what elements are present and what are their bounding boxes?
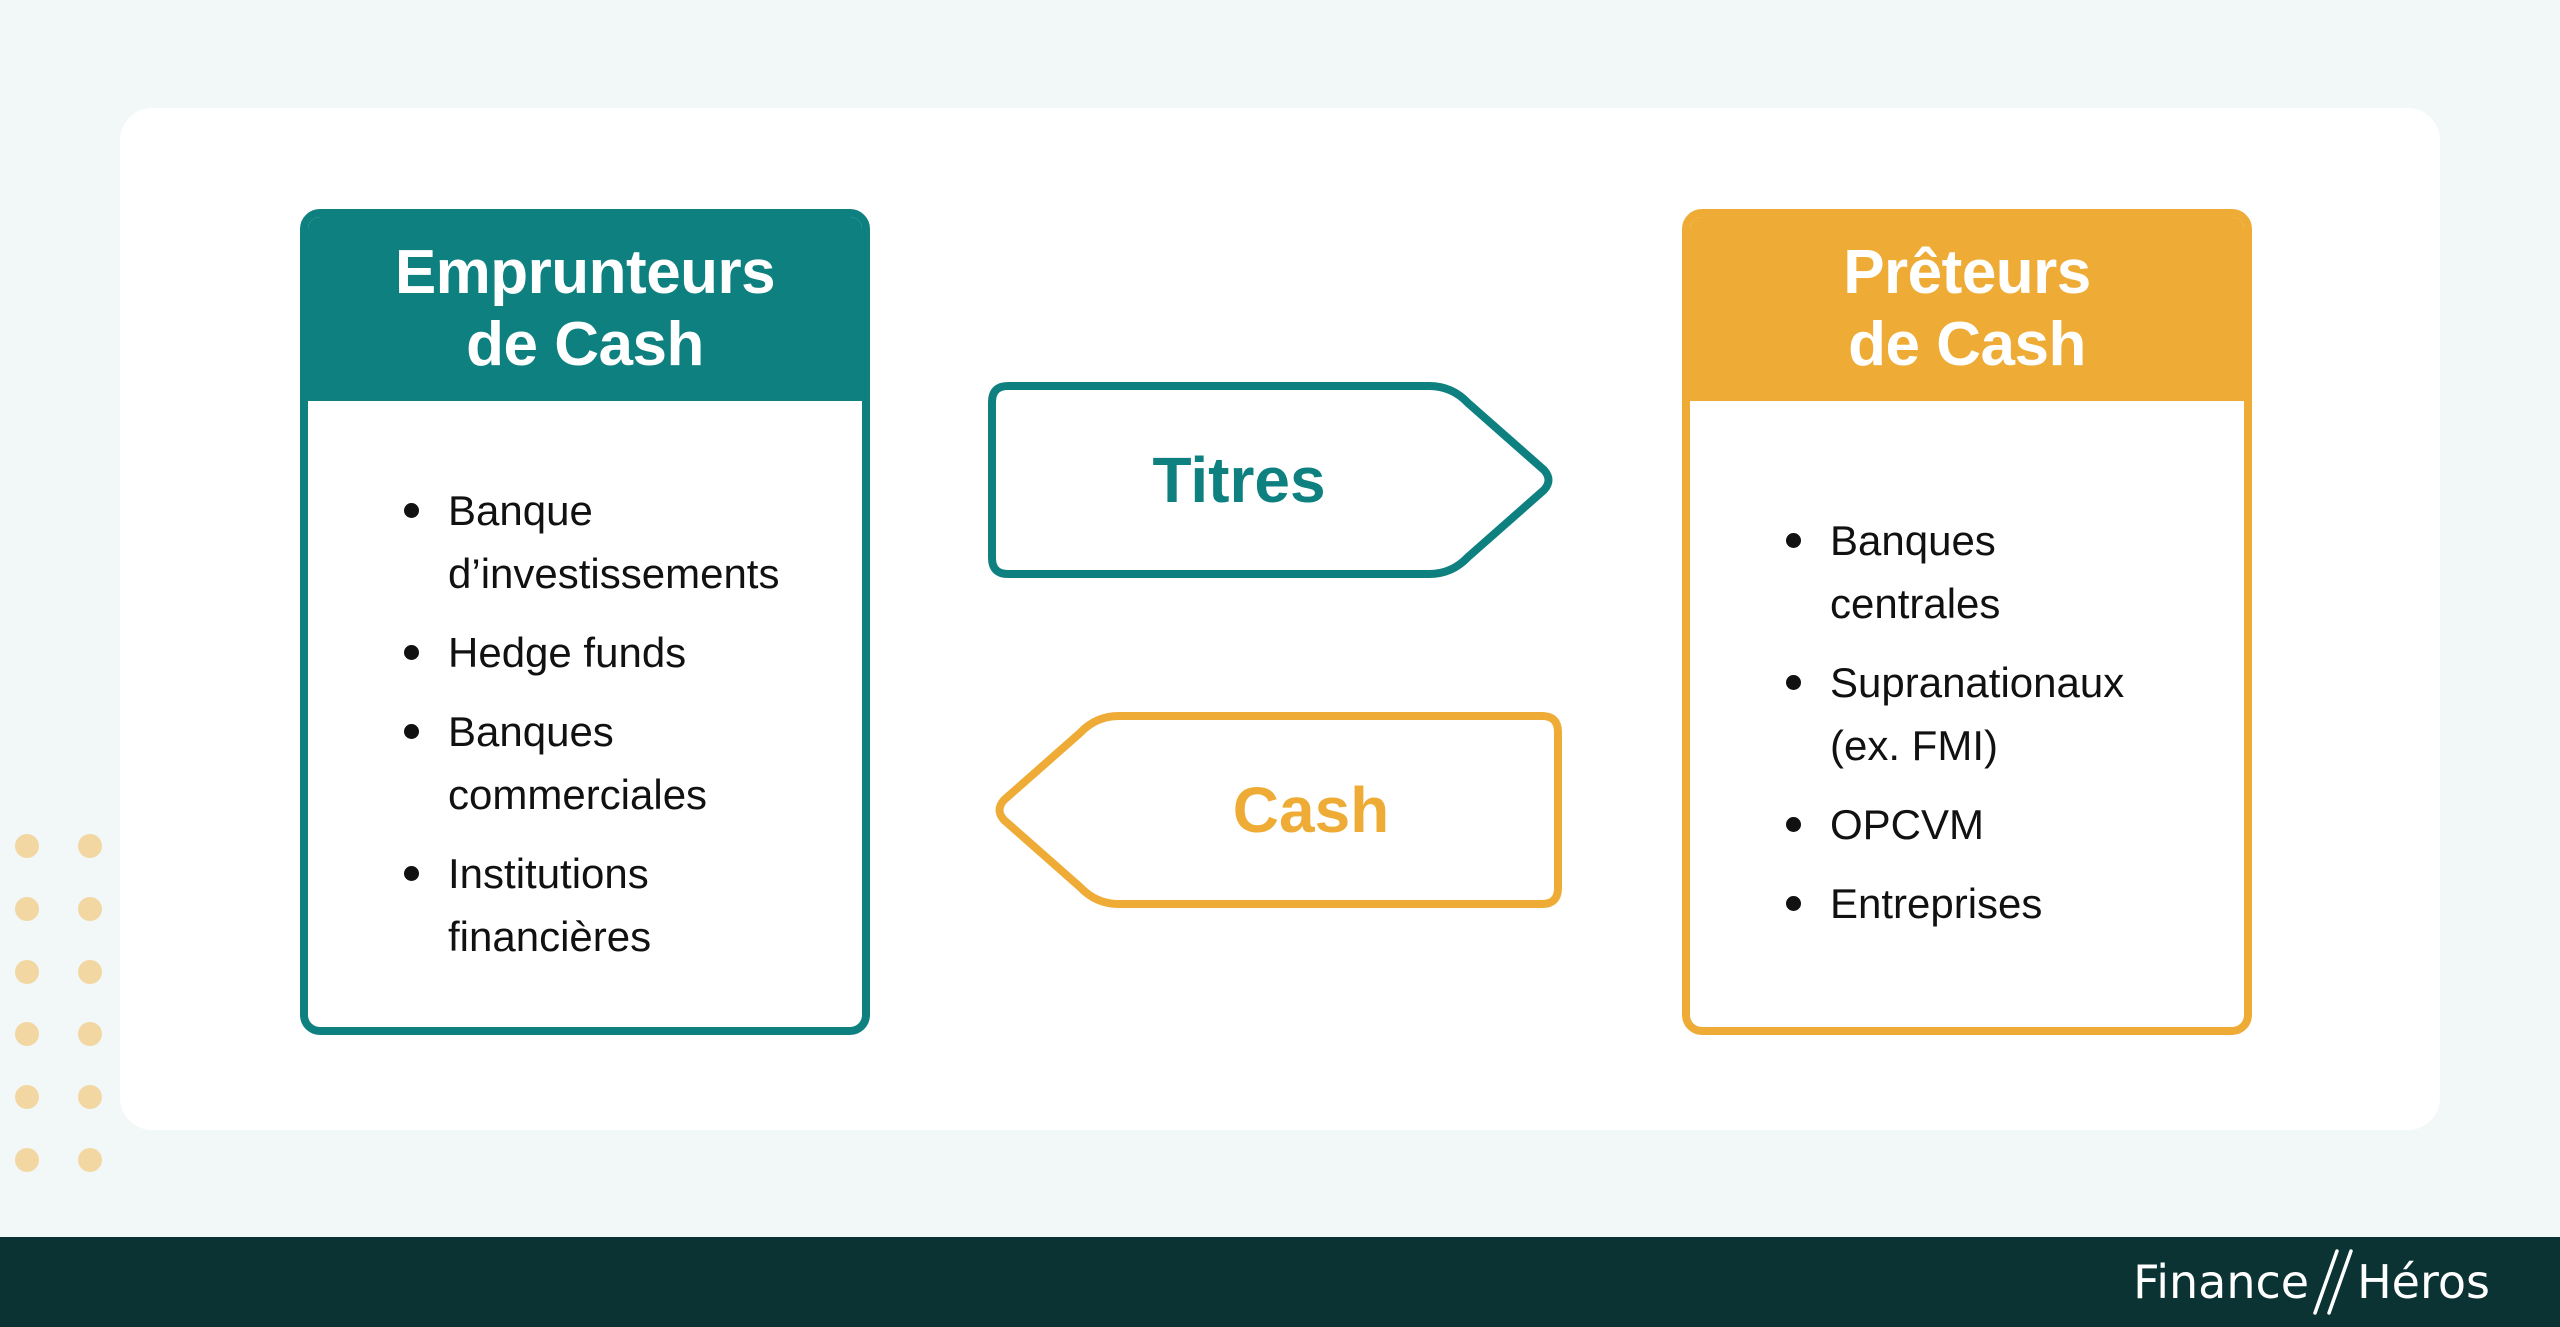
dot-icon xyxy=(78,1148,102,1172)
dot-icon xyxy=(15,1085,39,1109)
cash-arrow: Cash xyxy=(990,708,1566,912)
list-item: OPCVM xyxy=(1786,793,2226,856)
dot-icon xyxy=(78,1085,102,1109)
bullet-icon xyxy=(404,645,419,660)
dot-icon xyxy=(15,897,39,921)
list-item: Hedge funds xyxy=(404,621,844,684)
lenders-box: Prêteurs de Cash Banques centrales Supra… xyxy=(1682,209,2252,1035)
bullet-icon xyxy=(1786,533,1801,548)
borrowers-title-line1: Emprunteurs xyxy=(394,238,776,307)
borrowers-box: Emprunteurs de Cash Banque d’investissem… xyxy=(300,209,870,1035)
bullet-icon xyxy=(404,724,419,739)
cash-label: Cash xyxy=(1232,774,1390,846)
dot-icon xyxy=(15,834,39,858)
lenders-list: Banques centrales Supranationaux (ex. FM… xyxy=(1786,509,2226,951)
titres-arrow: Titres xyxy=(984,378,1558,582)
list-item: Supranationaux (ex. FMI) xyxy=(1786,651,2226,777)
list-item: Banque d’investissements xyxy=(404,479,844,605)
footer-bar: Finance Héros xyxy=(0,1237,2560,1327)
arrow-right-icon xyxy=(988,382,1553,578)
list-item: Entreprises xyxy=(1786,872,2226,935)
list-item: Banques centrales xyxy=(1786,509,2226,635)
borrowers-list: Banque d’investissements Hedge funds Ban… xyxy=(404,479,844,984)
borrowers-header: Emprunteurs de Cash xyxy=(308,217,862,401)
borrowers-title-line2: de Cash xyxy=(466,310,704,379)
dot-icon xyxy=(78,897,102,921)
dot-icon xyxy=(15,960,39,984)
titres-label: Titres xyxy=(1152,444,1326,516)
dot-icon xyxy=(78,834,102,858)
list-item: Banques commerciales xyxy=(404,700,844,826)
bullet-icon xyxy=(404,503,419,518)
decorative-dots xyxy=(0,0,120,1200)
logo-text-finance: Finance xyxy=(2133,1255,2310,1309)
lenders-header: Prêteurs de Cash xyxy=(1690,217,2244,401)
lenders-title-line1: Prêteurs xyxy=(1843,238,2091,307)
bullet-icon xyxy=(1786,817,1801,832)
finance-heros-logo[interactable]: Finance Héros xyxy=(2133,1237,2490,1327)
dot-icon xyxy=(78,1022,102,1046)
list-item: Institutions financières xyxy=(404,842,844,968)
logo-text-heros: Héros xyxy=(2357,1255,2490,1309)
dot-icon xyxy=(15,1148,39,1172)
double-slash-icon xyxy=(2313,1249,2353,1315)
bullet-icon xyxy=(1786,896,1801,911)
arrow-left-icon xyxy=(995,712,1562,908)
dot-icon xyxy=(78,960,102,984)
bullet-icon xyxy=(404,866,419,881)
lenders-title-line2: de Cash xyxy=(1848,310,2086,379)
bullet-icon xyxy=(1786,675,1801,690)
dot-icon xyxy=(15,1022,39,1046)
